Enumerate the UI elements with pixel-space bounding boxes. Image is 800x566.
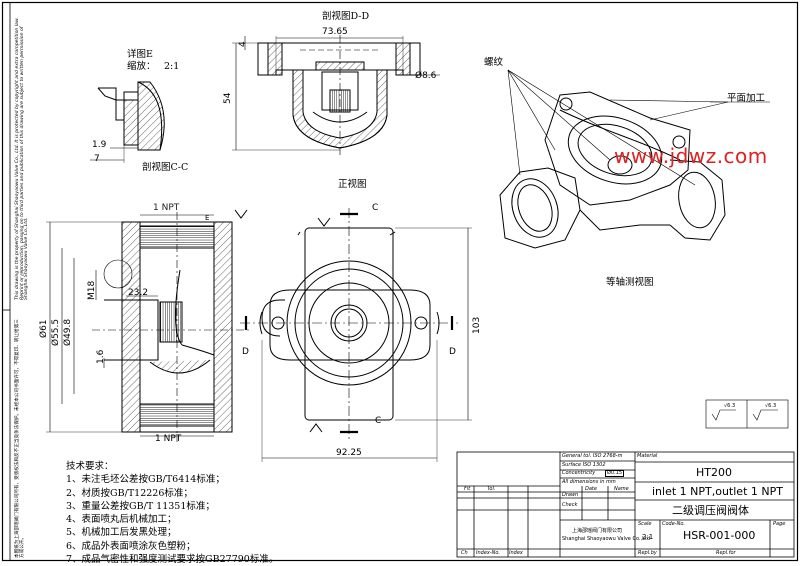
tb-company-en: Shanghai Shaoyaowu Valve Co.,Ltd [562,536,651,542]
projection-symbols [705,399,789,429]
section-d-left: D [242,347,249,357]
section-dd-title: 剖视图D-D [322,11,370,22]
watermark: www.jdwz.com [614,144,768,168]
rough-symbol-b: √6.3 [765,403,777,409]
tech-title: 技术要求： [66,461,114,472]
front-view-title: 正视图 [338,179,367,190]
tech-item: 7、成品气密性和强度测试要求按GB27790标准。 [66,554,279,566]
detail-e-scale: 2:1 [164,61,180,72]
title-block-grid [456,451,795,558]
tb-rev-idx: Index [509,550,523,556]
section-c-bottom: C [375,416,382,426]
dim-d49-8: Ø49.8 [63,318,73,346]
dim-1-9: 1.9 [92,140,107,150]
plane-label: 平面加工 [727,93,766,104]
tb-drawn: Drawn [562,492,579,498]
dim-1-6: 1.6 [96,349,106,364]
detail-e-scale-label: 缩放： [127,61,156,72]
tech-item: 2、材质按GB/T12226标准； [66,487,193,499]
tech-item: 6、成品外表面喷涂灰色塑粉； [66,540,196,552]
tb-concentricity: Concentricity [562,470,596,476]
isometric-view [499,69,770,249]
dim-d61: Ø61 [39,319,49,338]
tb-name: Name [614,486,629,492]
section-cc-view [46,212,250,442]
tb-page-label: Page [773,521,786,527]
tb-material: HT200 [696,466,732,479]
rough-symbol-a: √6.3 [724,403,736,409]
dim-103: 103 [472,316,482,334]
tech-item: 4、表面喷丸后机械加工； [66,514,177,526]
tb-title-cn: 二级调压阀阀体 [672,504,749,517]
dim-23-2: 23.2 [128,288,149,298]
copyright-notice-cn: 本图纸为上海邵瑶阀门有限公司所有，受版权法和反不正当竞争法保护。未经本公司书面许… [15,319,25,558]
front-view [234,208,472,462]
tb-scale: 2:1 [642,533,654,541]
tb-surface-iso: Surface ISO 1302 [562,462,606,468]
section-cc-title: 剖视图C-C [142,162,189,173]
dim-m18: M18 [87,280,97,300]
detail-e-view [90,81,165,163]
tb-material-label: Material [637,453,658,459]
dim-8-6: Ø8.6 [415,71,437,81]
tb-scale-label: Scale [638,521,652,527]
dim-d55-5: Ø55.5 [51,318,61,346]
tb-check: Check [562,502,578,508]
tech-requirements: 技术要求： 1、未注毛坯公差按GB/T6414标准； 2、材质按GB/T1222… [66,460,278,566]
thread-label: 螺纹 [484,57,504,68]
tb-code-label: Code-No. [662,521,685,527]
dim-73-65: 73.65 [322,27,348,37]
section-dd-view [232,35,440,156]
tb-tol: Tol. [487,486,496,492]
tb-date: Date [585,486,597,492]
tech-item: 1、未注毛坯公差按GB/T6414标准； [66,474,225,486]
tb-conc-value: Ø0.15 [605,470,625,477]
tb-general-tol: General tol. ISO 2768-m [562,453,623,459]
dim-7: 7 [94,154,100,164]
tb-index: Index-No. [476,550,501,556]
dim-92-25: 92.25 [336,448,362,458]
dim-npt-bottom: 1 NPT [155,434,182,444]
dim-54: 54 [223,92,233,104]
dim-4: 4 [238,41,248,47]
tech-item: 3、重量公差按GB/T 11351标准； [66,500,215,512]
iso-view-title: 等轴测视图 [606,277,654,288]
detail-e-title: 详图E [127,49,153,60]
tech-item: 5、机械加工后发黑处理； [66,527,177,539]
tb-repl-for: Repl.for [716,550,736,556]
tb-all-dims: All dimensions in mm [562,479,616,485]
detail-e-mark: E [205,214,210,222]
copyright-notice-en: This drawing is the property of Shanghai… [15,17,30,300]
tb-rev-ch: Ch [461,550,468,556]
section-d-right: D [449,347,456,357]
tb-code: HSR-001-000 [683,529,756,542]
section-c-top: C [372,203,379,213]
tb-repl-by: Repl.by [638,550,657,556]
tb-company-cn: 上海邵瑶阀门有限公司 [572,528,623,534]
tb-title-en: inlet 1 NPT,outlet 1 NPT [652,485,783,498]
dim-npt-top: 1 NPT [153,203,180,213]
tb-fit: Fit [464,486,471,492]
